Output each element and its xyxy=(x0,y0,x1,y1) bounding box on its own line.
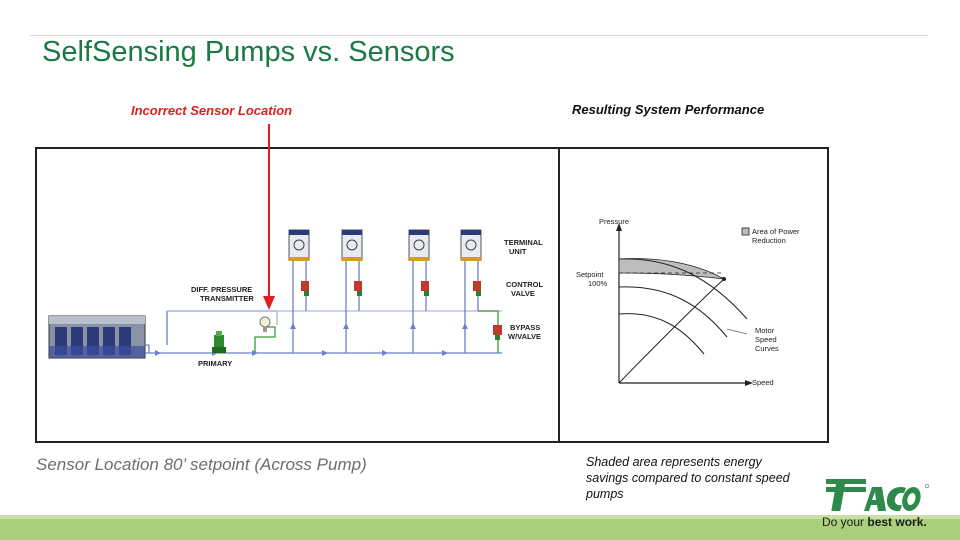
energy-savings-caption: Shaded area represents energy savings co… xyxy=(586,455,790,501)
curves-label-2: Speed xyxy=(755,335,777,344)
dp-transmitter-label-1: DIFF. PRESSURE xyxy=(191,285,252,294)
bypass-line xyxy=(254,310,499,353)
primary-pump-label: PRIMARY xyxy=(198,359,232,368)
piping-diagram: TERMINAL UNIT CONTROL VALVE BYPASS W/VAL… xyxy=(48,229,543,368)
sensor-pointer-arrow xyxy=(263,124,275,310)
footer-band-highlight xyxy=(0,515,960,519)
sensor-location-caption: Sensor Location 80’ setpoint (Across Pum… xyxy=(36,455,367,474)
control-valve-label-1: CONTROL xyxy=(506,280,543,289)
legend-label-2: Reduction xyxy=(752,236,786,245)
power-reduction-area xyxy=(618,258,725,280)
curves-label-3: Curves xyxy=(755,344,779,353)
motor-speed-curve xyxy=(618,313,705,355)
setpoint-label-1: Setpoint xyxy=(576,270,604,279)
bypass-valve xyxy=(493,325,502,340)
dp-transmitter-label-2: TRANSMITTER xyxy=(200,294,254,303)
curves-label-1: Motor xyxy=(755,326,775,335)
setpoint-label-2: 100% xyxy=(588,279,608,288)
y-axis-label: Pressure xyxy=(599,217,629,226)
figure-frame xyxy=(35,147,829,443)
return-main xyxy=(167,310,502,325)
bypass-label-2: W/VALVE xyxy=(508,332,541,341)
control-valves xyxy=(301,281,481,296)
performance-chart: Pressure Speed Setpoint 100% Area of Pow… xyxy=(576,217,800,387)
figure-divider xyxy=(558,147,560,443)
terminal-units xyxy=(288,229,482,261)
slide-title: SelfSensing Pumps vs. Sensors xyxy=(42,36,455,68)
motor-speed-curve xyxy=(618,286,728,338)
control-valve-label-2: VALVE xyxy=(511,289,535,298)
legend-swatch xyxy=(741,227,750,236)
bypass-label-1: BYPASS xyxy=(510,323,540,332)
terminal-unit-label-2: UNIT xyxy=(509,247,527,256)
flow-arrows xyxy=(155,323,468,356)
legend-label-1: Area of Power xyxy=(752,227,800,236)
motor-speed-curve xyxy=(618,258,748,320)
taco-logo xyxy=(826,479,930,512)
terminal-unit-label-1: TERMINAL xyxy=(504,238,543,247)
top-rule xyxy=(30,35,928,36)
primary-pump xyxy=(212,331,226,353)
dp-transmitter xyxy=(259,316,271,332)
sensor-location-label: Incorrect Sensor Location xyxy=(131,103,293,118)
logo-tagline: Do your best work. xyxy=(822,515,927,529)
footer-band xyxy=(0,515,960,540)
performance-label: Resulting System Performance xyxy=(572,102,765,117)
logo-tagline-bold: best work. xyxy=(867,515,927,529)
supply-main xyxy=(145,310,502,354)
chiller-unit xyxy=(48,315,146,359)
logo-tagline-prefix: Do your xyxy=(822,515,868,529)
x-axis-label: Speed xyxy=(752,378,774,387)
risers xyxy=(292,261,479,353)
